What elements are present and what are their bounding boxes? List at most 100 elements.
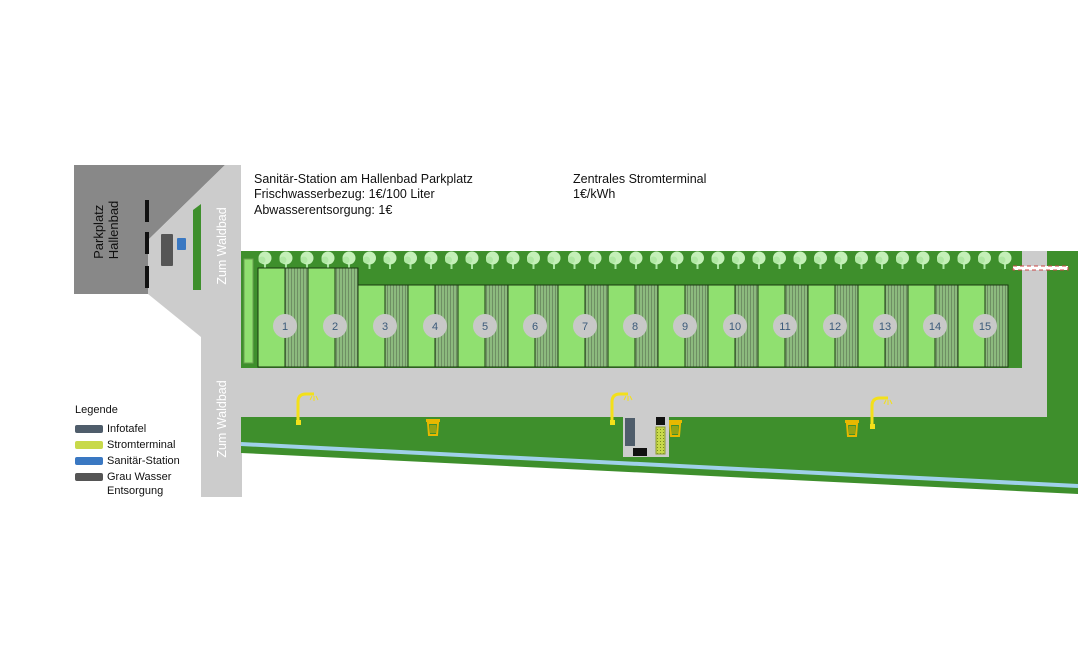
- legend-item: Sanitär-Station: [75, 454, 197, 468]
- tree-icon: [588, 251, 602, 269]
- legend-swatch: [75, 441, 103, 449]
- legend-swatch: [75, 425, 103, 433]
- pitch[interactable]: 5: [457, 284, 509, 368]
- tree-icon: [383, 251, 397, 269]
- pitch-number: 7: [582, 321, 588, 333]
- tree-icon: [732, 251, 745, 269]
- pitch-number: 2: [332, 321, 338, 333]
- greywater-station: [633, 448, 647, 456]
- road-entrance: [1022, 251, 1047, 417]
- power-title: Zentrales Stromterminal: [573, 172, 707, 186]
- greywater-station: [161, 234, 173, 266]
- pitch-marker: [773, 314, 797, 338]
- pitch-marker: [973, 314, 997, 338]
- pitch-number: 10: [729, 321, 741, 333]
- tree-icon: [937, 251, 950, 269]
- pitch-marker: [523, 314, 547, 338]
- street-lamp-icon: [870, 396, 893, 429]
- pitch[interactable]: 9: [657, 284, 709, 368]
- tree-icon: [670, 251, 684, 269]
- tree-icon: [875, 251, 889, 269]
- stream: [240, 442, 1079, 488]
- parking-lot: [74, 165, 225, 294]
- pitch-number: 3: [382, 321, 388, 333]
- pitch-marker: [823, 314, 847, 338]
- sanitary-station: [177, 238, 186, 250]
- trash-bin-icon: [426, 419, 440, 436]
- pitch[interactable]: 12: [807, 284, 859, 368]
- tree-icon: [258, 251, 272, 269]
- pitch-marker: [373, 314, 397, 338]
- road-vertical: [201, 337, 242, 497]
- pitch-number: 13: [879, 321, 891, 333]
- tree-icon: [773, 251, 786, 269]
- legend-item: Stromterminal: [75, 438, 197, 452]
- legend-label: Infotafel: [107, 423, 147, 435]
- trash-bin-icon: [845, 420, 859, 437]
- tree-icon: [609, 251, 622, 269]
- pitch-marker: [323, 314, 347, 338]
- legend-label: Grau Wasser Entsorgung: [107, 471, 172, 497]
- grass-strip-parking: [193, 204, 201, 290]
- fresh-water-price: Frischwasserbezug: 1€/100 Liter: [254, 187, 435, 201]
- pitch-marker: [473, 314, 497, 338]
- pitch-number: 1: [282, 321, 288, 333]
- tree-icon: [424, 251, 438, 269]
- pitch[interactable]: 6: [507, 284, 559, 368]
- pitch-number: 12: [829, 321, 841, 333]
- power-price: 1€/kWh: [573, 187, 616, 201]
- parking-label: Parkplatz Hallenbad: [91, 201, 121, 260]
- pitch-number: 11: [779, 321, 790, 333]
- pitch[interactable]: 15: [957, 284, 1009, 368]
- road-label-lower: Zum Waldbad: [215, 380, 229, 457]
- pitch-number: 15: [979, 321, 991, 333]
- tree-icon: [527, 251, 540, 269]
- legend-title: Legende: [75, 404, 118, 416]
- tree-icon: [342, 251, 356, 269]
- tree-icon: [896, 251, 909, 269]
- pitch-marker: [673, 314, 697, 338]
- street-lamp-icon: [610, 392, 633, 425]
- tree-icon: [834, 251, 848, 269]
- pitch-marker: [623, 314, 647, 338]
- power-terminal: [655, 426, 666, 455]
- tree-icon: [691, 251, 704, 269]
- pitch[interactable]: 3: [357, 284, 409, 368]
- pitch-marker: [573, 314, 597, 338]
- tree-icon: [547, 251, 561, 269]
- sanitary-title: Sanitär-Station am Hallenbad Parkplatz: [254, 172, 473, 186]
- tree-icon: [650, 251, 663, 269]
- legend-item: Infotafel: [75, 422, 197, 436]
- pitch[interactable]: 7: [557, 284, 609, 368]
- pitch-marker: [273, 314, 297, 338]
- legend-item: Grau Wasser Entsorgung: [75, 470, 197, 498]
- pitch[interactable]: 4: [407, 284, 459, 368]
- trash-bin-icon: [668, 420, 682, 437]
- tree-icon: [711, 251, 725, 269]
- tree-row: [258, 251, 1012, 269]
- info-board: [625, 418, 635, 446]
- pitch[interactable]: 8: [607, 284, 659, 368]
- tree-icon: [486, 251, 499, 269]
- info-strip: [243, 258, 254, 364]
- tree-icon: [957, 251, 971, 269]
- pitch[interactable]: 10: [707, 284, 759, 368]
- pitch-marker: [873, 314, 897, 338]
- barrier-gate: [1012, 265, 1069, 271]
- tree-icon: [465, 251, 479, 269]
- pitch[interactable]: 14: [907, 284, 959, 368]
- pitch[interactable]: 11: [757, 284, 809, 368]
- tree-icon: [279, 251, 293, 269]
- legend-swatch: [75, 473, 103, 481]
- pitch[interactable]: 2: [307, 267, 359, 368]
- tree-icon: [363, 251, 376, 269]
- pitch-number: 6: [532, 321, 538, 333]
- tree-icon: [568, 251, 581, 269]
- pitch[interactable]: 13: [857, 284, 909, 368]
- pitch[interactable]: 1: [257, 267, 309, 368]
- waste-water-price: Abwasserentsorgung: 1€: [254, 203, 393, 217]
- tree-icon: [404, 251, 417, 269]
- tree-icon: [321, 251, 335, 269]
